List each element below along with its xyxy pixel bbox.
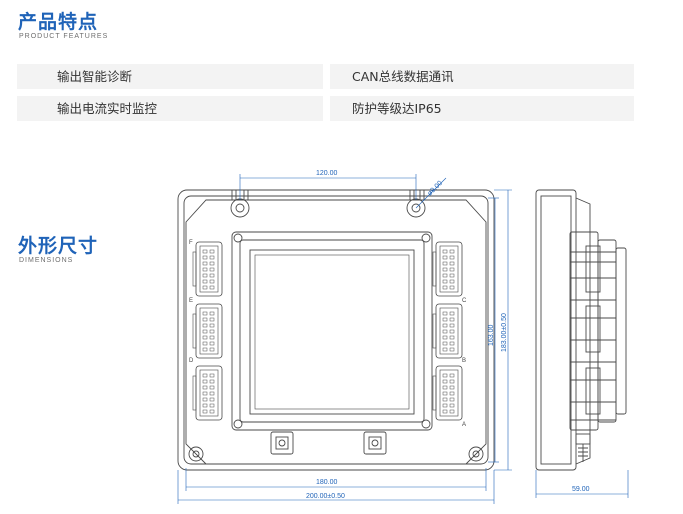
feature-item-current: 输出电流实时监控 <box>17 96 323 121</box>
feature-label: 防护等级达IP65 <box>352 101 442 116</box>
feature-label: 输出智能诊断 <box>57 69 133 84</box>
connector-label-e: E <box>189 298 193 304</box>
feature-label: CAN总线数据通讯 <box>352 69 454 84</box>
dim-height-inner: 163.00 <box>488 324 495 346</box>
connector-label-d: D <box>189 358 194 364</box>
dimension-lines <box>177 174 629 504</box>
connector-label-c: C <box>462 298 467 304</box>
dim-hole-diameter: ø9.00 <box>426 180 444 198</box>
features-title: 产品特点 <box>18 11 99 33</box>
feature-item-can: CAN总线数据通讯 <box>330 64 634 89</box>
dimensions-subtitle: DIMENSIONS <box>19 257 74 264</box>
feature-item-diagnosis: 输出智能诊断 <box>17 64 323 89</box>
dim-top-width: 120.00 <box>316 170 338 177</box>
front-view <box>177 189 495 471</box>
connectors-left <box>192 241 223 421</box>
connector-label-a: A <box>462 422 466 428</box>
dim-width-outer: 200.00±0.50 <box>306 493 345 500</box>
connectors-right <box>432 241 463 421</box>
dimensions-title: 外形尺寸 <box>18 235 99 257</box>
features-subtitle: PRODUCT FEATURES <box>19 33 109 40</box>
connector-label-f: F <box>189 240 193 246</box>
dim-depth: 59.00 <box>572 486 590 493</box>
feature-label: 输出电流实时监控 <box>57 101 158 116</box>
connector-label-b: B <box>462 358 466 364</box>
feature-item-ip65: 防护等级达IP65 <box>330 96 634 121</box>
dim-height-outer: 183.00±0.50 <box>501 313 508 352</box>
dim-width-inner: 180.00 <box>316 479 338 486</box>
side-view <box>535 189 627 471</box>
